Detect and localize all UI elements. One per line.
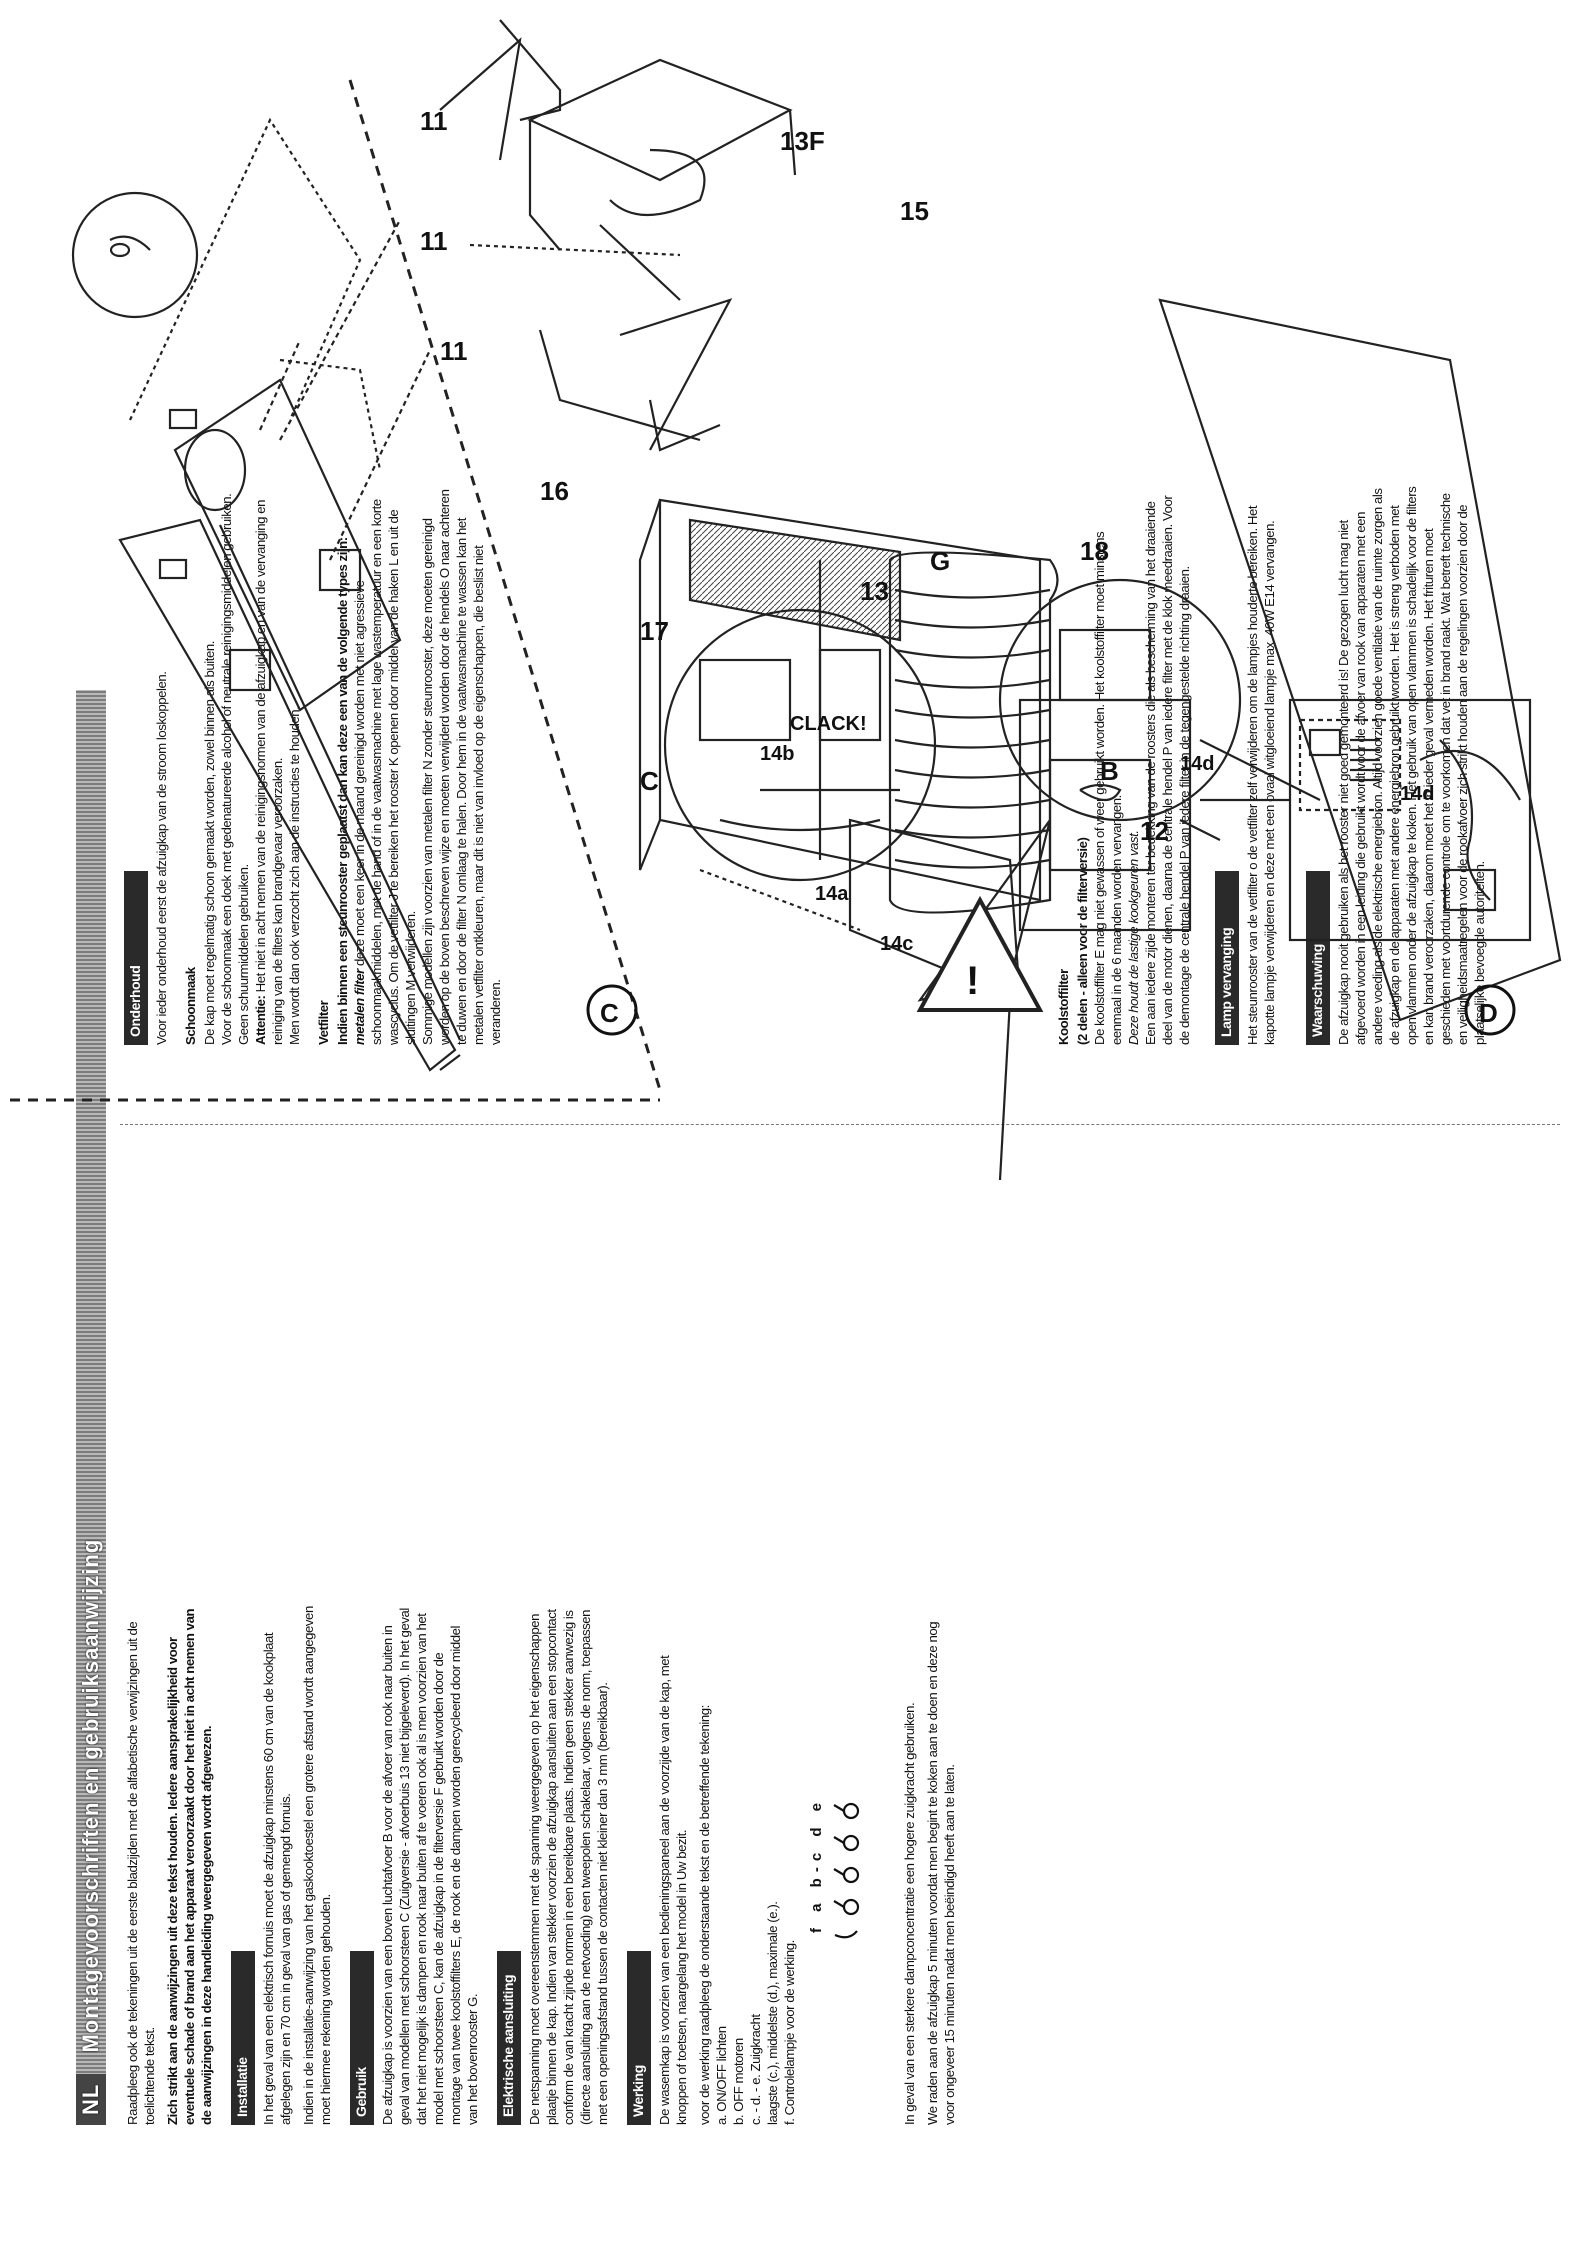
label-clack: CLACK! <box>790 713 867 735</box>
knob-f-icon <box>834 1930 858 1939</box>
chimney-body <box>658 498 1042 902</box>
control-knobs-illustration <box>833 1802 860 1939</box>
figure-d-letter: D <box>1479 998 1498 1028</box>
duct-pipe <box>888 551 1059 914</box>
detail-box-wiring <box>1018 698 1192 932</box>
figure-d-drawing: ! <box>663 608 1532 1012</box>
figure-c-letter: C <box>600 998 619 1028</box>
label-18: 18 <box>1080 536 1109 566</box>
label-17: 17 <box>640 616 669 646</box>
label-14c: 14c <box>880 933 913 955</box>
label-16: 16 <box>540 476 569 506</box>
figure-d-badge <box>1464 984 1516 1036</box>
label-g: G <box>930 546 950 576</box>
label-13: 13 <box>860 576 889 606</box>
label-14d-b: 14d <box>1400 783 1434 805</box>
label-11-c: 11 <box>420 106 448 136</box>
label-14d-a: 14d <box>1180 753 1214 775</box>
label-12: 12 <box>1140 816 1169 846</box>
warning-triangle-icon <box>916 895 1044 1012</box>
figure-d-labels: D 14b CLACK! 14a 14c 14d 14d <box>760 713 1516 1036</box>
detail-circle-clack <box>663 608 937 882</box>
text-column-left: Raadpleeg ook de tekeningen uit de eerst… <box>124 1605 964 2125</box>
hood-plate-bottom <box>1158 298 1562 1022</box>
separator-dashed-diagonal <box>348 79 662 1091</box>
label-c: C <box>640 766 659 796</box>
figure-c-labels: C 11 11 11 13F 15 13 B 16 G 17 C 18 12 <box>420 106 1169 1036</box>
label-11-a: 11 <box>440 336 468 366</box>
label-b: B <box>1100 756 1119 786</box>
label-14a: 14a <box>815 883 849 905</box>
detail-circle-screw <box>71 191 199 319</box>
detail-box-connector <box>1288 698 1532 942</box>
figure-c-badge <box>586 984 638 1036</box>
label-15: 15 <box>900 196 929 226</box>
warning-exclamation-icon: ! <box>966 959 979 1003</box>
figure-c-hood-drawing <box>71 117 461 1072</box>
label-13f: 13F <box>780 126 825 156</box>
label-11-b: 11 <box>420 226 448 256</box>
label-14b: 14b <box>760 743 794 765</box>
motor-housing <box>173 378 402 712</box>
detail-circle-b <box>998 578 1242 822</box>
